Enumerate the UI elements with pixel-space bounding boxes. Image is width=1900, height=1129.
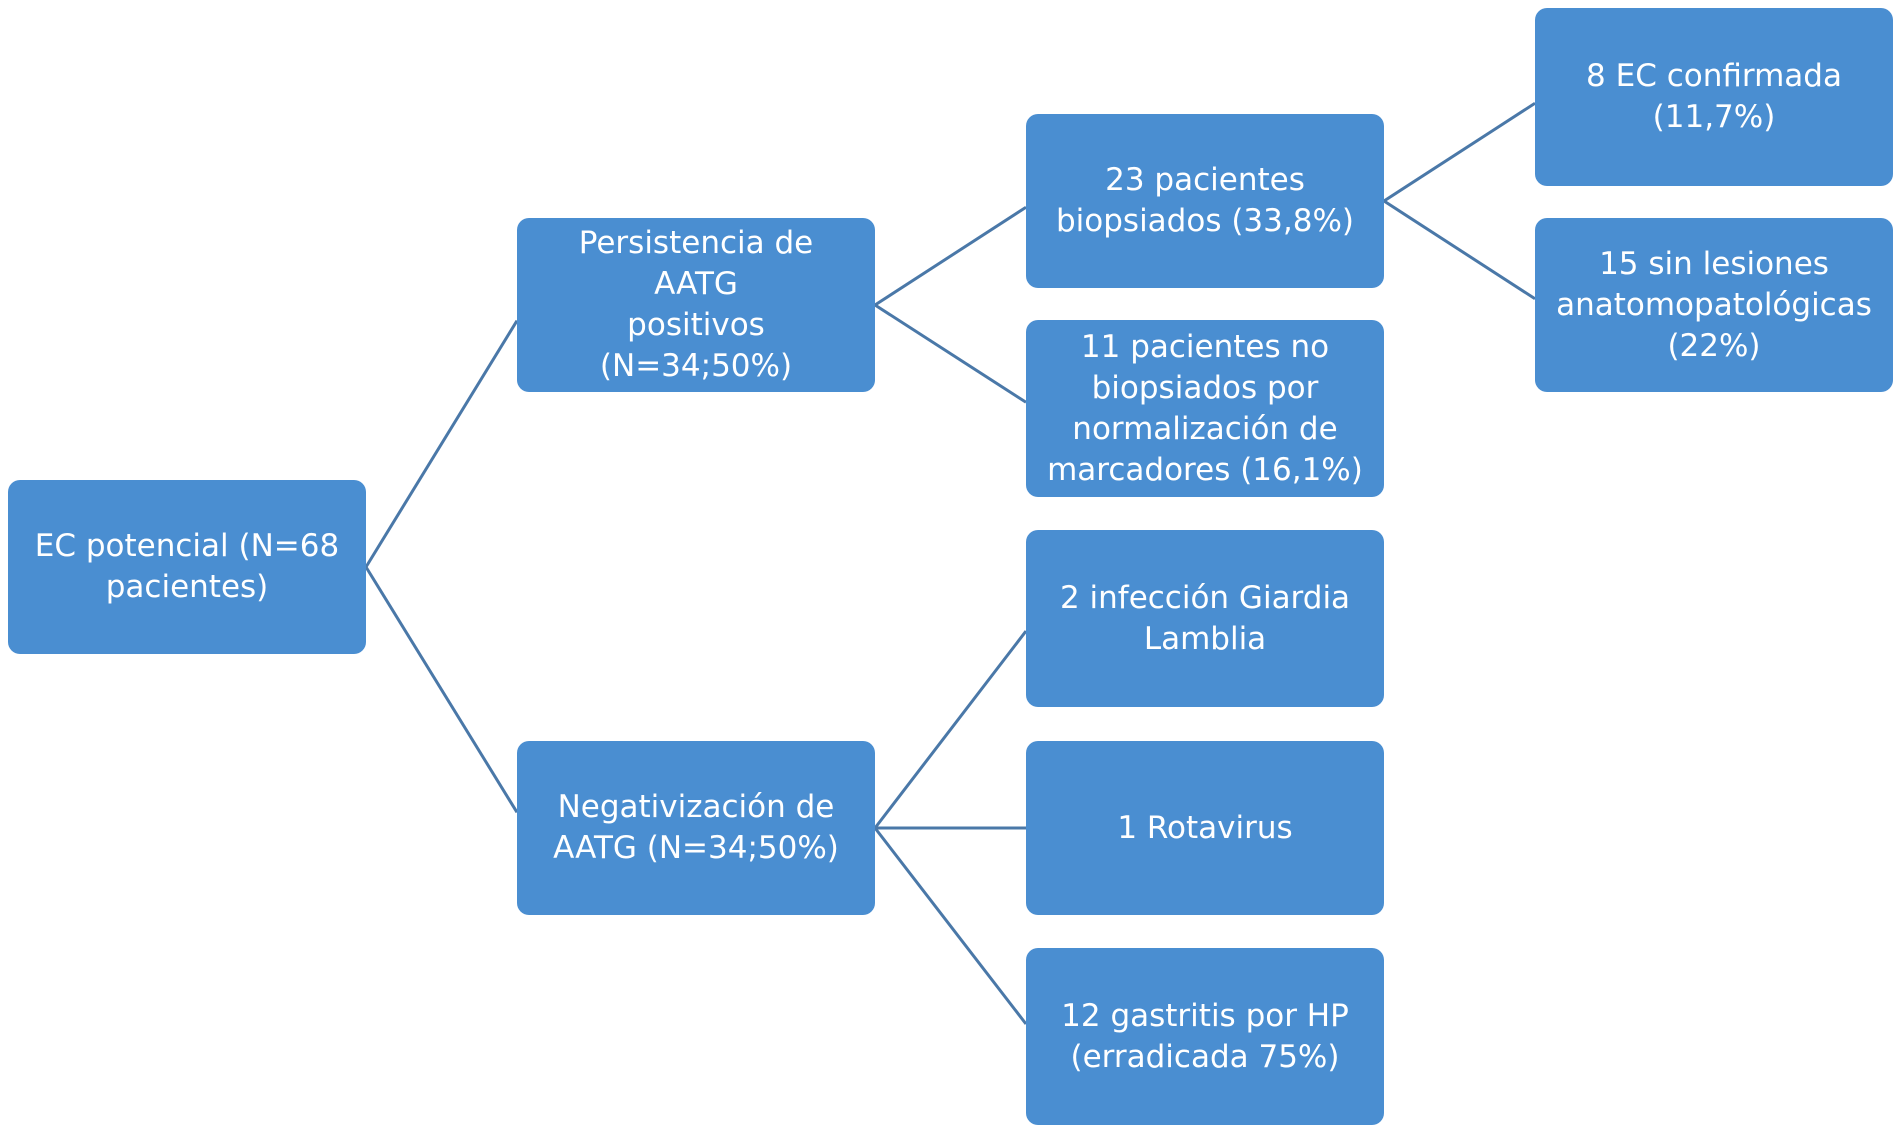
connector-persistencia-biopsiados (874, 205, 1027, 307)
connector-root-negativizacion (364, 566, 519, 814)
node-negativizacion-aatg: Negativización de AATG (N=34;50%) (517, 741, 875, 915)
node-infeccion-giardia: 2 infección Giardia Lamblia (1026, 530, 1384, 707)
node-sin-lesiones: 15 sin lesiones anatomopatológicas (22%) (1535, 218, 1893, 392)
node-rotavirus: 1 Rotavirus (1026, 741, 1384, 915)
node-pacientes-biopsiados: 23 pacientes biopsiados (33,8%) (1026, 114, 1384, 288)
connector-lines (364, 101, 1536, 1025)
node-persistencia-aatg: Persistencia de AATG positivos (N=34;50%… (517, 218, 875, 392)
connector-negativizacion-gastritis (873, 827, 1028, 1025)
node-ec-confirmada: 8 EC confirmada (11,7%) (1535, 8, 1893, 186)
connector-negativizacion-giardia (873, 630, 1028, 829)
node-pacientes-no-biopsiados: 11 pacientes no biopsiados por normaliza… (1026, 320, 1384, 497)
connector-persistencia-no_biopsiados (874, 303, 1027, 404)
node-gastritis-hp: 12 gastritis por HP (erradicada 75%) (1026, 948, 1384, 1125)
connector-biopsiados-confirmada (1383, 101, 1536, 203)
connector-biopsiados-sin_lesiones (1383, 199, 1536, 301)
connector-root-persistencia (364, 319, 519, 568)
node-ec-potencial: EC potencial (N=68 pacientes) (8, 480, 366, 654)
